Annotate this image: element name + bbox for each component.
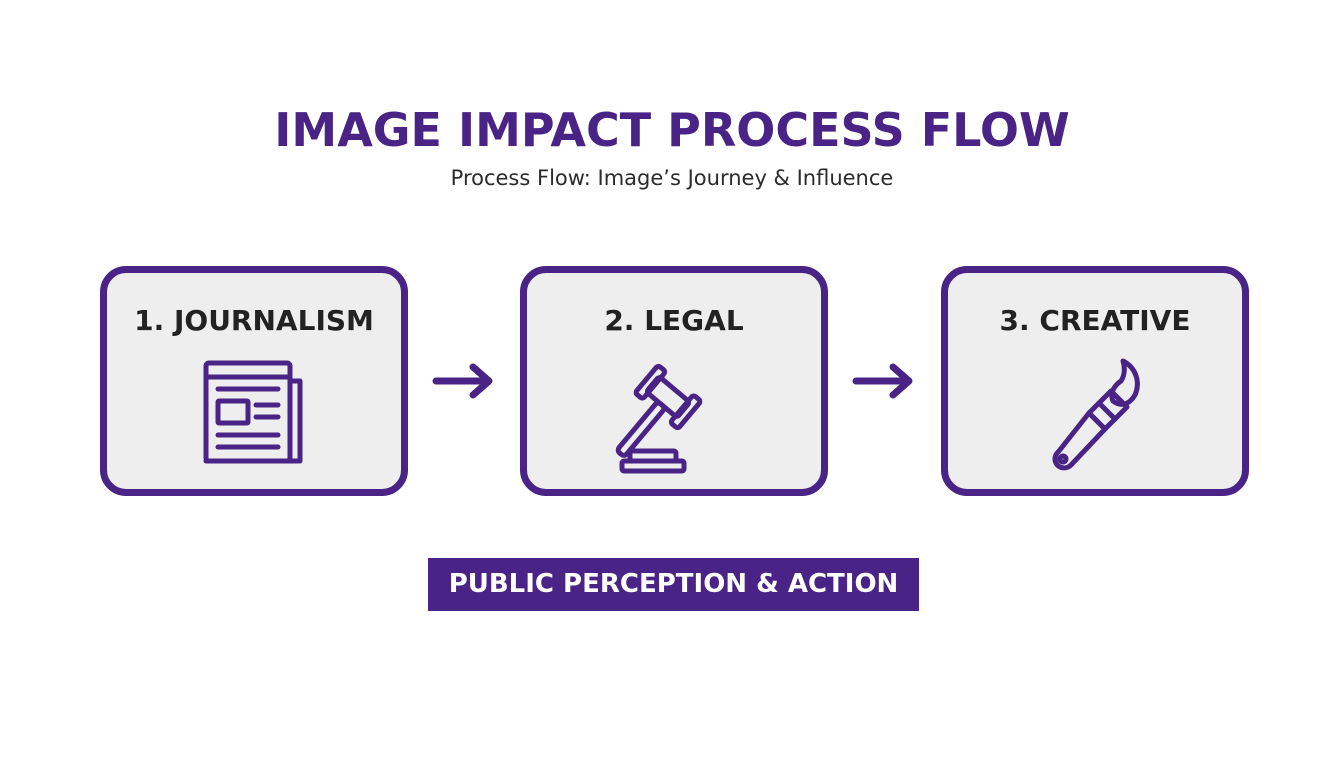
step-card-journalism: 1. JOURNALISM [100, 266, 408, 496]
step-card-creative: 3. CREATIVE [941, 266, 1249, 496]
arrow-right-icon [432, 363, 493, 399]
step-label-journalism: 1. JOURNALISM [134, 304, 374, 337]
step-label-legal: 2. LEGAL [604, 304, 744, 337]
diagram-title: IMAGE IMPACT PROCESS FLOW [274, 103, 1070, 157]
diagram-subtitle: Process Flow: Image’s Journey & Influenc… [450, 166, 894, 190]
outcome-banner: PUBLIC PERCEPTION & ACTION [428, 558, 919, 611]
step-card-legal: 2. LEGAL [520, 266, 828, 496]
arrow-right-icon [852, 363, 913, 399]
newspaper-icon [203, 360, 303, 464]
step-label-creative: 3. CREATIVE [999, 304, 1191, 337]
gavel-icon [615, 363, 703, 474]
paintbrush-icon [1052, 358, 1140, 471]
